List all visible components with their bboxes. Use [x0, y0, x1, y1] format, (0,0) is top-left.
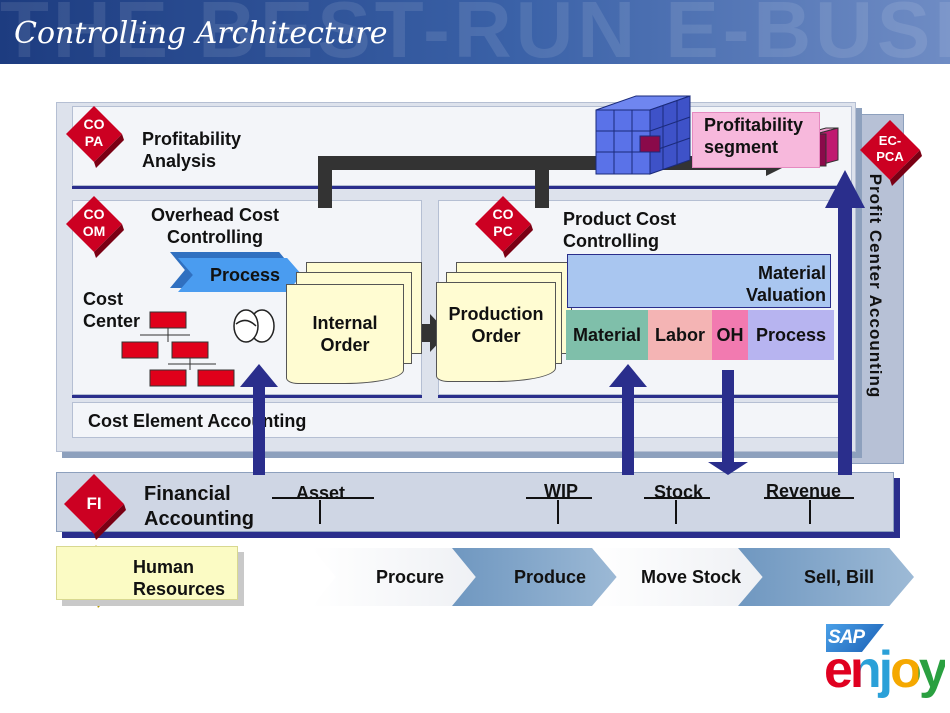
flow-step-move-stock-label: Move Stock [640, 566, 742, 587]
badge-ecpca: EC- PCA [876, 133, 904, 164]
profitability-segment-box [692, 112, 820, 168]
revenue-label: Revenue [766, 481, 842, 501]
strip-divider [72, 186, 852, 189]
material-cell: Material [566, 310, 648, 360]
wip-label: WIP [544, 481, 578, 501]
labor-cell: Labor [648, 310, 712, 360]
badge-com: CO OM [82, 206, 106, 239]
up-arrow-material [609, 364, 647, 475]
badge-fi-icon [64, 474, 126, 540]
material-valuation-box [567, 254, 831, 308]
flow-step-procure: Procure [312, 548, 482, 606]
flow-step-produce-label: Produce [513, 566, 587, 587]
profitability-analysis-label: Profitability Analysis [142, 129, 242, 171]
internal-order-doc: Internal Order [286, 284, 404, 384]
badge-com-icon [66, 196, 124, 258]
oh-cell: OH [712, 310, 748, 360]
process-cell: Process [748, 310, 834, 360]
flow-step-produce: Produce [452, 548, 622, 606]
badge-ecpca-icon [860, 120, 922, 186]
human-resources-label: Human Resources [133, 557, 226, 599]
up-arrow-revenue [825, 170, 865, 475]
flow-step-move-stock: Move Stock [592, 548, 768, 606]
flow-step-sell-bill: Sell, Bill [738, 548, 914, 606]
page-title: Controlling Architecture [14, 16, 388, 51]
profitability-segment-label: Profitability segment [704, 115, 804, 157]
flow-step-sell-bill-label: Sell, Bill [803, 566, 875, 587]
profitability-cube [595, 95, 691, 175]
down-arrow-stock [708, 370, 748, 475]
product-cost-controlling-label: Product Cost Controlling [563, 209, 677, 251]
financial-accounting-bar [56, 472, 894, 532]
cost-element-label: Cost Element Accounting [88, 411, 307, 431]
enjoy-logo: enjoy [824, 641, 948, 699]
cost-center-org-chart [121, 311, 235, 387]
badge-copc-icon [475, 196, 533, 258]
cost-center-label: Cost Center [83, 289, 141, 331]
material-valuation-label: Material Valuation [745, 263, 826, 305]
activity-icon-overhead [233, 309, 275, 343]
product-panel-bottom [438, 395, 848, 398]
stock-label: Stock [654, 482, 704, 502]
up-arrow-cost-element [240, 364, 278, 475]
title-watermark: THE BEST-RUN E-BUSINESSES [0, 0, 950, 64]
production-order-doc: Production Order [436, 282, 556, 382]
overhead-panel-bottom [72, 395, 422, 398]
flow-step-procure-label: Procure [375, 566, 445, 587]
cost-element-strip [72, 402, 848, 438]
badge-copa: CO PA [83, 116, 105, 149]
financial-accounting-label: Financial Accounting [144, 483, 254, 530]
title-banner: THE BEST-RUN E-BUSINESSES Controlling Ar… [0, 0, 950, 64]
badge-copa-icon [66, 106, 124, 168]
process-chevron: Process [178, 258, 302, 292]
asset-label: Asset [296, 483, 346, 503]
overhead-cost-controlling-label: Overhead Cost Controlling [150, 205, 280, 247]
badge-copc: CO PC [492, 206, 514, 239]
badge-fi: FI [86, 494, 102, 513]
human-resources-box [56, 546, 238, 600]
fi-connectors [272, 497, 854, 524]
